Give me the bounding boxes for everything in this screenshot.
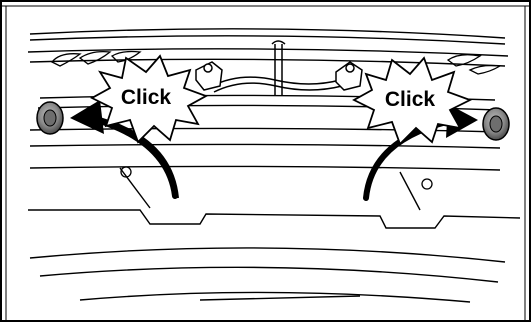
- grommet-icon: [37, 102, 63, 134]
- grommet-icon: [483, 108, 509, 140]
- click-callout-left-label: Click: [121, 86, 172, 109]
- click-callout-right-label: Click: [385, 88, 436, 111]
